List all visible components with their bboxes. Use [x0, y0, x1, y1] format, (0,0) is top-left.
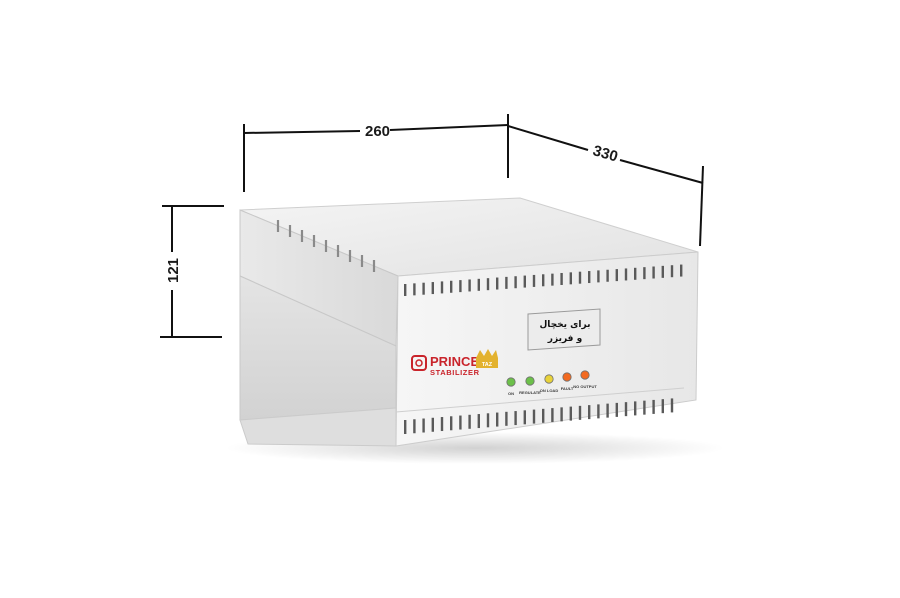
- led-no-output: [580, 370, 590, 380]
- crown-icon: [476, 349, 498, 358]
- vent-slot: [634, 267, 637, 280]
- led-label-on-load: ON LOAD: [540, 388, 559, 393]
- vent-slot: [615, 402, 618, 417]
- vent-slot: [459, 415, 462, 430]
- led-label-on: ON: [508, 391, 514, 396]
- vent-slot: [670, 265, 674, 278]
- vent-slot: [670, 398, 674, 413]
- vent-slot: [505, 276, 508, 289]
- vent-slot: [643, 267, 646, 280]
- height-dimension-label: 121: [165, 258, 182, 283]
- vent-slot: [615, 269, 618, 282]
- vent-slot: [551, 273, 554, 286]
- vent-slot: [505, 411, 508, 426]
- vent-slot: [450, 416, 453, 431]
- vent-slot: [532, 274, 536, 287]
- vent-slot: [606, 269, 609, 282]
- front-lower-vents: [404, 398, 674, 434]
- vent-slot: [578, 271, 582, 284]
- vent-slot: [588, 271, 591, 284]
- dimension-annotations: [160, 114, 704, 338]
- vent-slot: [477, 278, 480, 291]
- vent-slot: [551, 408, 554, 423]
- vent-slot: [523, 275, 526, 288]
- vent-slot: [542, 274, 545, 287]
- label-line-2: و فریزر: [547, 334, 582, 344]
- vent-slot: [597, 270, 600, 283]
- vent-slot: [486, 278, 490, 291]
- vent-slot: [523, 410, 526, 425]
- vent-slot: [661, 399, 664, 414]
- led-label-no-output: NO OUTPUT: [573, 384, 597, 389]
- side-vents: [276, 220, 376, 272]
- vent-slot: [422, 282, 425, 295]
- vent-slot: [450, 280, 453, 293]
- vent-slot: [542, 408, 545, 423]
- vent-slot: [652, 399, 655, 414]
- vent-slot: [680, 264, 683, 277]
- vent-slot: [431, 282, 434, 295]
- vent-slot: [496, 412, 499, 427]
- stabilizer-case: برای یخچال و فریزر PRINCE STABILIZER TAZ…: [239, 197, 699, 447]
- brand-name: PRINCE: [430, 354, 479, 369]
- vent-slot: [624, 268, 628, 281]
- vent-slot: [404, 420, 407, 434]
- vent-slot: [514, 276, 517, 289]
- brand-logo: PRINCE STABILIZER TAZ: [411, 349, 498, 377]
- led-fault: [562, 372, 572, 382]
- product-label: برای یخچال و فریزر: [527, 308, 601, 351]
- vent-slot: [597, 404, 600, 419]
- vent-slot: [440, 417, 444, 432]
- width-dimension-label: 260: [365, 123, 390, 140]
- vent-slot: [661, 265, 664, 278]
- front-upper-vents: [404, 264, 683, 296]
- vent-slot: [606, 403, 609, 418]
- vent-slot: [496, 277, 499, 290]
- vent-slot: [514, 411, 517, 426]
- vent-slot: [588, 405, 591, 420]
- brand-badge: TAZ: [482, 362, 493, 368]
- vent-slot: [532, 409, 536, 424]
- vent-slot: [477, 414, 480, 429]
- vent-slot: [486, 413, 490, 428]
- vent-slot: [459, 280, 462, 293]
- vent-slot: [468, 279, 471, 292]
- depth-dimension-label: 330: [591, 142, 620, 165]
- vent-slot: [569, 406, 572, 421]
- vent-slot: [468, 414, 471, 429]
- vent-slot: [560, 272, 563, 285]
- vent-slot: [560, 407, 563, 422]
- vent-slot: [578, 405, 582, 420]
- vent-slot: [652, 266, 655, 279]
- vent-slot: [634, 401, 637, 416]
- vent-slot: [413, 283, 416, 296]
- brand-icon: [411, 355, 427, 371]
- led-on: [506, 377, 516, 387]
- led-on-load: [544, 374, 554, 384]
- vent-slot: [569, 272, 572, 285]
- brand-subtitle: STABILIZER: [430, 368, 480, 377]
- led-label-fault: FAULT: [561, 386, 574, 391]
- indicator-panel: ON REGULATE ON LOAD FAULT NO OUTPUT: [506, 370, 597, 396]
- vent-slot: [413, 419, 416, 434]
- label-line-1: برای یخچال: [540, 320, 591, 330]
- led-regulate: [525, 376, 535, 386]
- vent-slot: [643, 400, 646, 415]
- vent-slot: [431, 417, 434, 432]
- vent-slot: [440, 281, 444, 294]
- vent-slot: [422, 418, 425, 433]
- vent-slot: [624, 402, 628, 417]
- led-label-regulate: REGULATE: [519, 390, 541, 395]
- vent-slot: [404, 284, 407, 296]
